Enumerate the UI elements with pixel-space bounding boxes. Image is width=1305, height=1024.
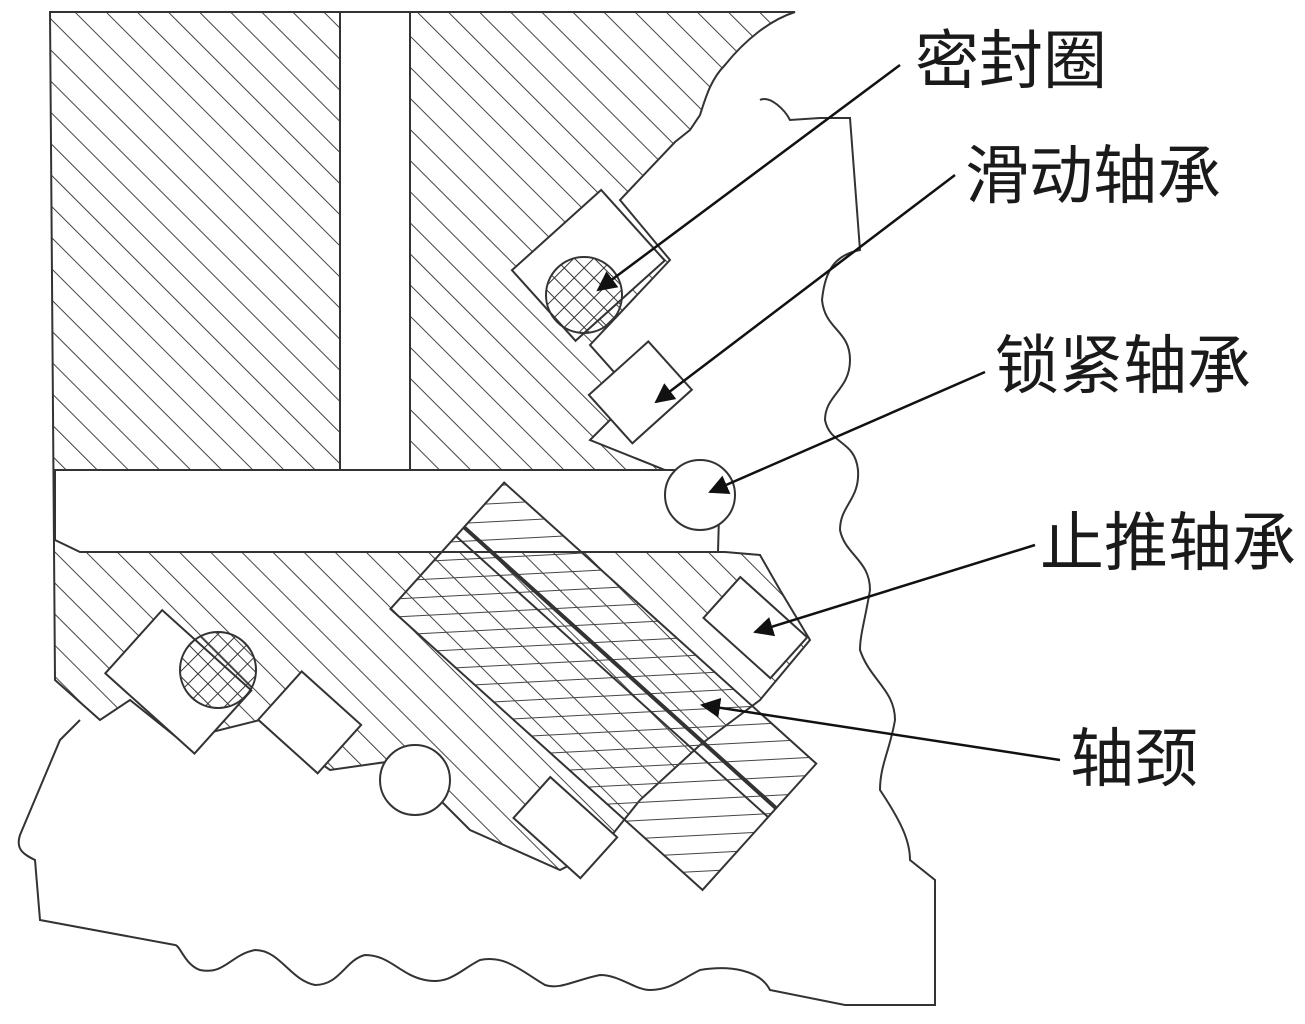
thrust-bearing-lower	[512, 775, 619, 880]
leader-locking-bearing	[708, 370, 986, 494]
label-thrust-bearing: 止推轴承	[1040, 507, 1296, 581]
horizontal-passage	[54, 469, 722, 553]
leader-thrust-bearing	[753, 543, 1036, 637]
cone-outline	[17, 98, 936, 1006]
sliding-bearing-upper	[587, 340, 694, 445]
label-journal: 轴颈	[1070, 723, 1198, 797]
sliding-bearing-lower	[256, 670, 363, 775]
leader-journal	[700, 697, 1061, 762]
label-seal-ring: 密封圈	[915, 25, 1107, 99]
vertical-passage	[339, 11, 411, 473]
leader-sliding-bearing	[654, 174, 956, 404]
locking-ball-lower	[379, 744, 451, 816]
seal-ring-lower	[103, 608, 257, 756]
label-locking-bearing: 锁紧轴承	[995, 330, 1251, 404]
locking-ball-upper	[664, 459, 736, 531]
label-sliding-bearing: 滑动轴承	[965, 140, 1221, 214]
leader-seal-ring	[596, 63, 901, 292]
journal-pin	[388, 481, 818, 892]
